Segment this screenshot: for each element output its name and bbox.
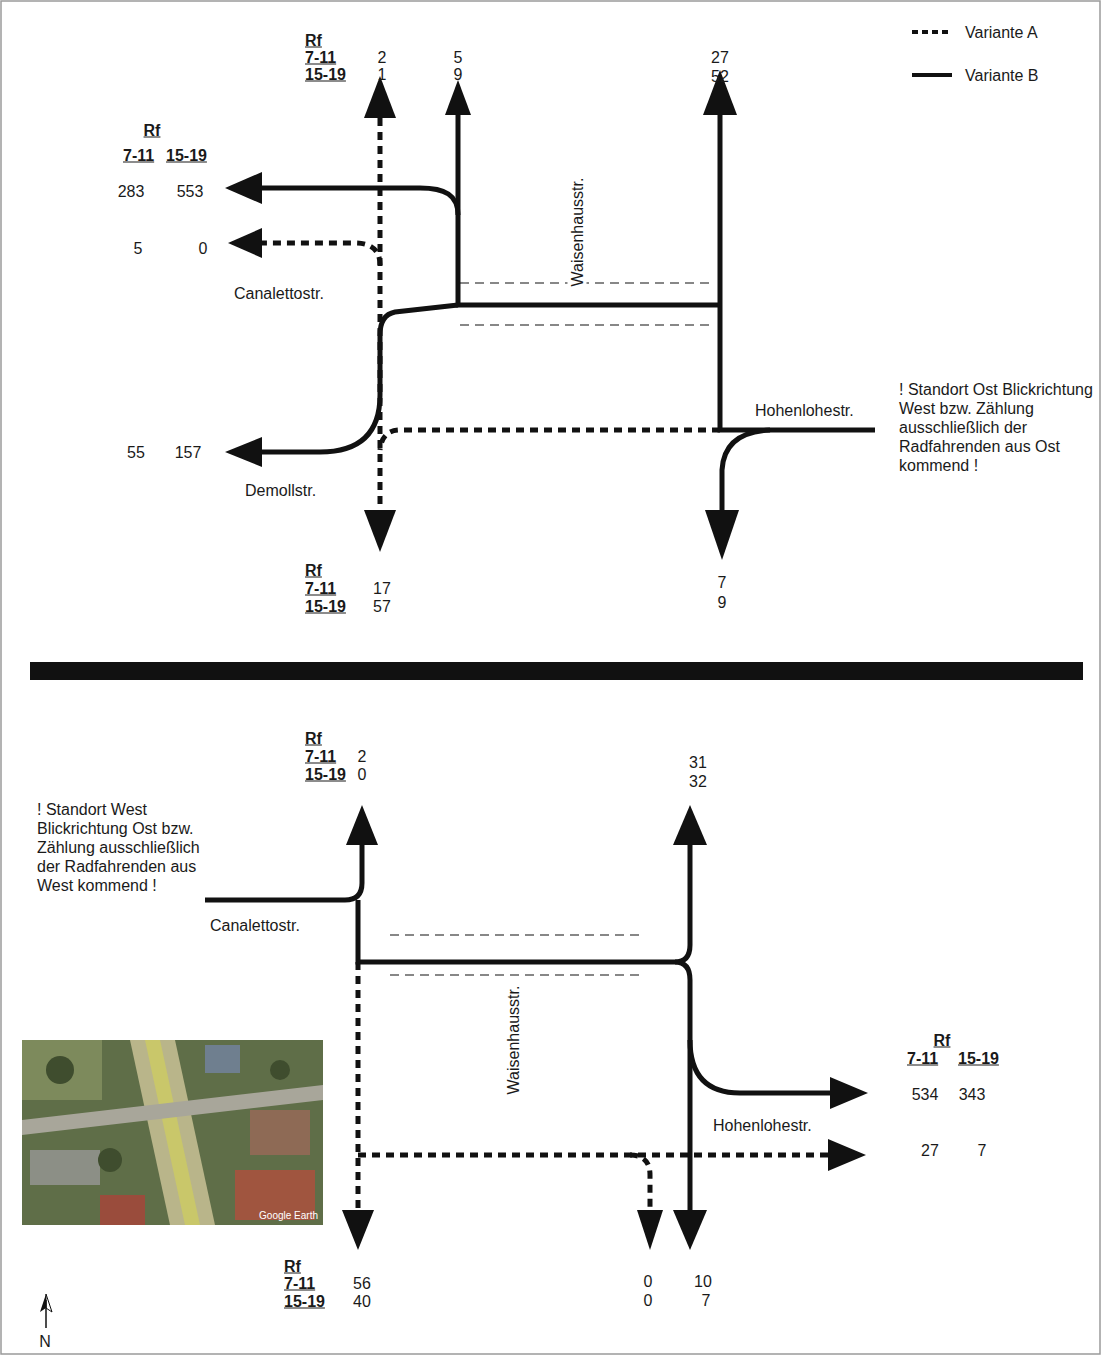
street-edge-lines — [390, 935, 640, 975]
count-value: 17 — [373, 579, 391, 598]
street-name: Hohenlohestr. — [713, 1116, 812, 1135]
arrowheads — [342, 805, 868, 1250]
column-header: 15-19 — [958, 1049, 999, 1068]
count-value: 534 — [912, 1085, 939, 1104]
column-header: Rf — [305, 561, 322, 580]
count-value: 2 — [378, 48, 387, 67]
count-value: 7 — [702, 1291, 711, 1310]
count-value: 5 — [134, 239, 143, 258]
column-header: 15-19 — [305, 597, 346, 616]
column-header: 15-19 — [305, 765, 346, 784]
column-header: 7-11 — [305, 579, 336, 598]
count-value: 2 — [358, 747, 367, 766]
street-name: Canalettostr. — [234, 284, 324, 303]
count-value: 0 — [644, 1291, 653, 1310]
legend-sample-dashed — [912, 30, 952, 34]
column-header: 7-11 — [284, 1274, 315, 1293]
column-header: 7-11 — [123, 146, 154, 165]
count-value: 56 — [353, 1274, 371, 1293]
count-value: 5 — [454, 48, 463, 67]
variant-a-routes — [262, 118, 720, 510]
count-value: 553 — [177, 182, 204, 201]
street-name: Waisenhausstr. — [504, 984, 523, 1097]
column-header: Rf — [305, 729, 322, 748]
street-name: Demollstr. — [245, 481, 316, 500]
street-name: Waisenhausstr. — [568, 176, 587, 289]
count-value: 9 — [454, 65, 463, 84]
column-header: Rf — [284, 1257, 301, 1276]
legend-label: Variante B — [965, 66, 1039, 85]
legend-label: Variante A — [965, 23, 1038, 42]
column-header: 15-19 — [305, 65, 346, 84]
count-value: 283 — [118, 182, 145, 201]
count-value: 7 — [978, 1141, 987, 1160]
column-header: 7-11 — [907, 1049, 938, 1068]
count-value: 52 — [711, 67, 729, 86]
column-header: 7-11 — [305, 747, 336, 766]
street-name: Hohenlohestr. — [755, 401, 854, 420]
column-header: Rf — [934, 1031, 951, 1050]
column-header: Rf — [144, 121, 161, 140]
legend-sample-solid — [912, 73, 952, 77]
count-value: 40 — [353, 1292, 371, 1311]
column-header: 15-19 — [166, 146, 207, 165]
count-value: 57 — [373, 597, 391, 616]
street-name: Canalettostr. — [210, 916, 300, 935]
column-header: 15-19 — [284, 1292, 325, 1311]
count-value: 27 — [711, 48, 729, 67]
count-value: 31 — [689, 753, 707, 772]
location-note: ! Standort West Blickrichtung Ost bzw. Z… — [37, 800, 222, 895]
watermark: Google Earth — [259, 1210, 318, 1222]
variant-b-routes — [262, 115, 875, 512]
count-value: 0 — [644, 1272, 653, 1291]
variant-a-routes — [358, 962, 828, 1212]
count-value: 0 — [199, 239, 208, 258]
count-value: 1 — [378, 65, 387, 84]
count-value: 343 — [959, 1085, 986, 1104]
count-value: 32 — [689, 772, 707, 791]
count-value: 27 — [921, 1141, 939, 1160]
count-value: 9 — [718, 593, 727, 612]
north-arrow — [40, 1294, 52, 1328]
north-label: N — [39, 1332, 51, 1351]
arrowheads — [225, 70, 739, 560]
aerial-photo — [22, 1040, 323, 1225]
location-note: ! Standort Ost Blickrichtung West bzw. Z… — [899, 380, 1094, 475]
column-header: 7-11 — [305, 48, 336, 67]
count-value: 55 — [127, 443, 145, 462]
panel-divider — [30, 662, 1083, 680]
count-value: 7 — [718, 573, 727, 592]
count-value: 10 — [694, 1272, 712, 1291]
count-value: 0 — [358, 765, 367, 784]
count-value: 157 — [175, 443, 202, 462]
column-header: Rf — [305, 31, 322, 50]
